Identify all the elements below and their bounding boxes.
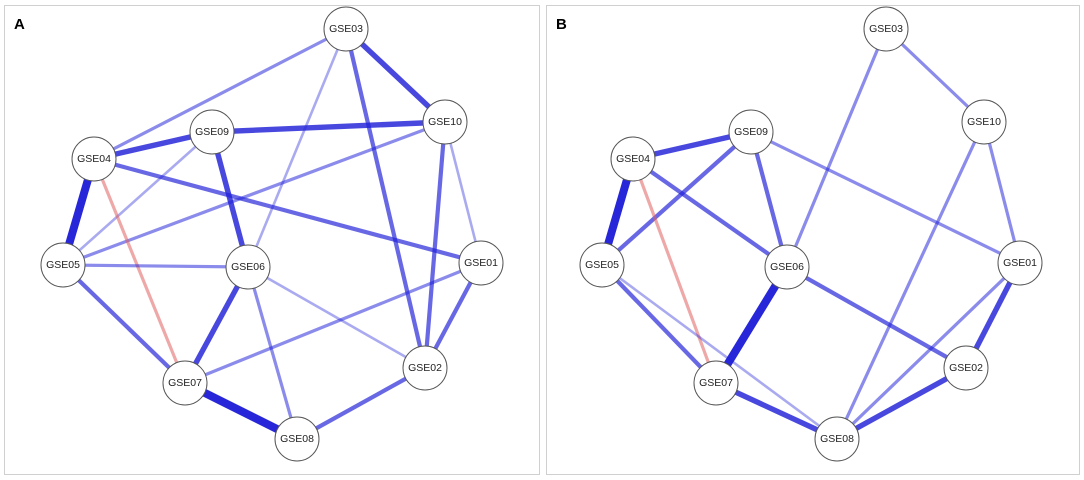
node-gse10: GSE10 [961, 99, 1007, 145]
node-label: GSE01 [464, 257, 498, 269]
node-circle [162, 360, 208, 406]
edge-gse04-gse07 [631, 158, 718, 384]
edge-gse05-gse08 [601, 263, 838, 441]
edge-gse10-gse01 [982, 121, 1022, 264]
edge-gse01-gse08 [835, 261, 1022, 441]
node-gse10: GSE10 [422, 99, 468, 145]
panel-label-b: B [556, 16, 567, 33]
node-gse09: GSE09 [189, 109, 235, 155]
edge-gse03-gse02 [343, 28, 428, 369]
node-gse02: GSE02 [943, 345, 989, 391]
node-label: GSE04 [616, 153, 650, 165]
panel-label-a: A [14, 16, 25, 33]
node-gse06: GSE06 [225, 244, 271, 290]
node-gse07: GSE07 [162, 360, 208, 406]
node-circle [997, 240, 1043, 286]
edge-gse04-gse06 [631, 157, 789, 269]
node-label: GSE05 [46, 259, 80, 271]
node-circle [863, 6, 909, 52]
node-circle [579, 242, 625, 288]
edge-gse04-gse07 [92, 158, 187, 384]
node-gse09: GSE09 [728, 109, 774, 155]
edge-gse09-gse06 [209, 131, 251, 268]
node-circle [610, 136, 656, 182]
edge-gse06-gse02 [785, 265, 968, 370]
node-label: GSE07 [168, 377, 202, 389]
node-label: GSE06 [231, 261, 265, 273]
edge-gse06-gse07 [712, 264, 791, 386]
edge-gse05-gse07 [600, 263, 718, 385]
edge-gse03-gse10 [344, 27, 447, 124]
node-gse06: GSE06 [764, 244, 810, 290]
node-label: GSE06 [770, 261, 804, 273]
node-circle [274, 416, 320, 462]
edge-gse09-gse05 [600, 130, 753, 267]
edge-gse06-gse02 [247, 265, 426, 370]
edge-gse08-gse02 [835, 365, 968, 442]
node-circle [40, 242, 86, 288]
edge-gse08-gse02 [295, 366, 427, 441]
node-circle [402, 345, 448, 391]
node-gse08: GSE08 [814, 416, 860, 462]
edge-gse03-gse04 [93, 27, 347, 161]
edge-gse04-gse01 [93, 156, 482, 266]
node-gse05: GSE05 [40, 242, 86, 288]
edge-gse03-gse06 [785, 28, 888, 268]
node-label: GSE09 [195, 126, 229, 138]
node-circle [814, 416, 860, 462]
node-circle [71, 136, 117, 182]
edge-gse10-gse09 [211, 119, 446, 135]
node-label: GSE09 [734, 126, 768, 138]
node-circle [961, 99, 1007, 145]
node-label: GSE08 [820, 433, 854, 445]
node-circle [764, 244, 810, 290]
edge-gse09-gse05 [62, 131, 213, 266]
edge-gse10-gse01 [443, 121, 483, 264]
node-circle [225, 244, 271, 290]
edge-gse09-gse01 [750, 130, 1021, 265]
node-label: GSE02 [408, 362, 442, 374]
edge-gse03-gse06 [246, 28, 348, 268]
edge-gse10-gse02 [422, 121, 448, 369]
node-label: GSE03 [329, 23, 363, 35]
node-circle [458, 240, 504, 286]
node-gse07: GSE07 [693, 360, 739, 406]
node-circle [323, 6, 369, 52]
node-circle [728, 109, 774, 155]
node-label: GSE05 [585, 259, 619, 271]
node-label: GSE10 [428, 116, 462, 128]
node-gse04: GSE04 [71, 136, 117, 182]
node-circle [189, 109, 235, 155]
node-label: GSE10 [967, 116, 1001, 128]
edge-gse09-gse06 [748, 131, 790, 268]
node-circle [693, 360, 739, 406]
node-gse04: GSE04 [610, 136, 656, 182]
edge-gse05-gse06 [62, 263, 249, 269]
node-gse03: GSE03 [863, 6, 909, 52]
edge-gse03-gse10 [884, 27, 986, 124]
edge-gse06-gse08 [246, 266, 299, 440]
edge-gse05-gse07 [61, 263, 187, 385]
node-label: GSE02 [949, 362, 983, 374]
edge-gse10-gse05 [62, 120, 446, 267]
node-gse03: GSE03 [323, 6, 369, 52]
node-gse05: GSE05 [579, 242, 625, 288]
node-gse08: GSE08 [274, 416, 320, 462]
node-label: GSE04 [77, 153, 111, 165]
node-label: GSE08 [280, 433, 314, 445]
node-gse02: GSE02 [402, 345, 448, 391]
node-gse01: GSE01 [997, 240, 1043, 286]
node-circle [422, 99, 468, 145]
node-label: GSE07 [699, 377, 733, 389]
node-label: GSE03 [869, 23, 903, 35]
node-circle [943, 345, 989, 391]
node-gse01: GSE01 [458, 240, 504, 286]
edge-gse10-gse08 [835, 121, 986, 440]
node-label: GSE01 [1003, 257, 1037, 269]
edge-gse01-gse07 [184, 261, 482, 385]
